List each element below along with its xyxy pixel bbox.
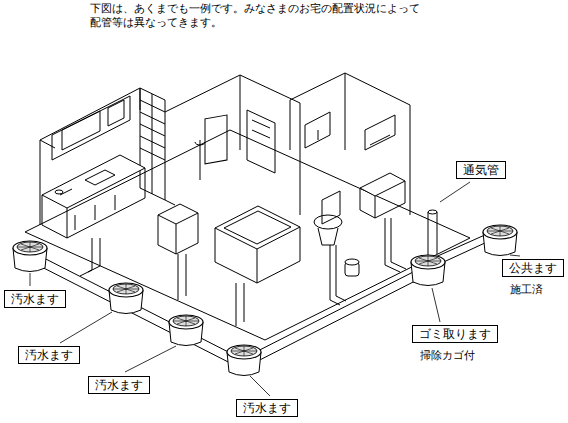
callout-box: 通気管 [456,159,508,179]
box-label: 汚水ます [18,346,80,364]
box-label: 汚水ます [236,399,298,417]
callout-box: 汚水ます [4,288,68,308]
sub-note: 施工済 [502,283,566,296]
box-label: 公共ます [502,259,564,277]
callout-box: 公共ます施工済 [502,257,566,296]
box-label: ゴミ取ります [412,325,498,343]
box-label: 汚水ます [88,376,150,394]
callout-box: ゴミ取ります掃除カゴ付 [412,323,500,362]
callout-box: 汚水ます [88,374,152,394]
box-label: 通気管 [456,161,506,179]
sub-note: 掃除カゴ付 [412,349,500,362]
box-label: 汚水ます [4,290,66,308]
callout-box: 汚水ます [18,344,82,364]
callout-box: 汚水ます [236,397,300,417]
note-text: 下図は、あくまでも一例です。みなさまのお宅の配置状況によって 配管等は異なってき… [90,2,420,30]
